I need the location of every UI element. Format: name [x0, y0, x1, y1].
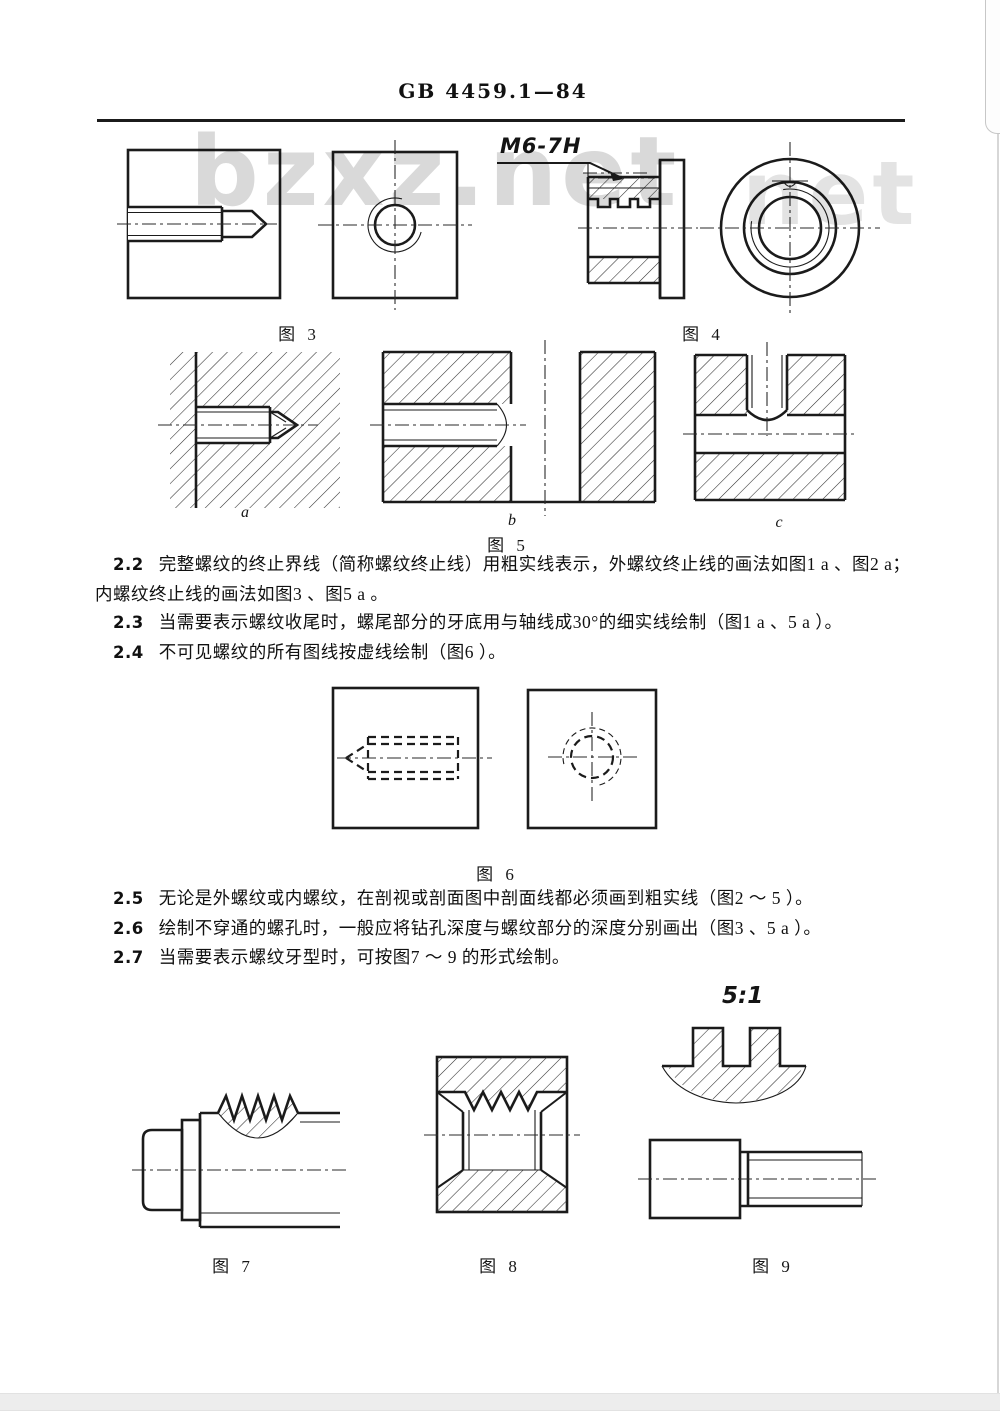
fig5-caption: 图 5: [487, 536, 529, 555]
title-rule: [97, 119, 905, 122]
clause-2-5-text: 无论是外螺纹或内螺纹，在剖视或剖面图中剖面线都必须画到粗实线（图2 ～ 5 ）。: [158, 888, 814, 908]
fig8-caption: 图 8: [479, 1257, 521, 1276]
clause-2-7: 2.7 当需要表示螺纹牙型时，可按图7 ～ 9 的形式绘制。: [95, 943, 911, 973]
clause-2-7-number: 2.7: [113, 948, 144, 967]
clause-2-3-text: 当需要表示螺纹收尾时，螺尾部分的牙底用与轴线成30°的细实线绘制（图1 a 、5…: [158, 612, 843, 632]
fig6-caption: 图 6: [476, 865, 518, 884]
clause-2-6-number: 2.6: [113, 918, 144, 938]
fig8-drawing: [424, 1055, 580, 1214]
clause-2-5-number: 2.5: [113, 889, 144, 908]
fig7-caption: 图 7: [212, 1257, 254, 1276]
clause-2-4-number: 2.4: [113, 642, 144, 662]
clause-2-5: 2.5 无论是外螺纹或内螺纹，在剖视或剖面图中剖面线都必须画到粗实线（图2 ～ 5…: [95, 884, 911, 914]
clause-2-3: 2.3 当需要表示螺纹收尾时，螺尾部分的牙底用与轴线成30°的细实线绘制（图1 a…: [95, 608, 911, 638]
clause-2-7-text: 当需要表示螺纹牙型时，可按图7 ～ 9 的形式绘制。: [158, 947, 570, 967]
fig6-drawing: [331, 686, 658, 830]
fig5-drawing: [158, 340, 858, 516]
page-right-edge: [997, 128, 999, 1393]
fig9-drawing: [638, 1026, 876, 1220]
fig3-caption: 图 3: [278, 325, 320, 344]
fig5a-label: a: [241, 504, 249, 521]
clause-2-3-number: 2.3: [113, 613, 144, 632]
clause-2-6: 2.6 绘制不穿通的螺孔时，一般应将钻孔深度与螺纹部分的深度分别画出（图3 、5 …: [95, 914, 911, 944]
scrollbar-thumb[interactable]: [985, 0, 1000, 134]
page-gap-strip: [0, 1393, 1000, 1411]
fig5b-label: b: [508, 512, 516, 529]
fig4-drawing: [497, 142, 880, 315]
fig5c-label: c: [775, 514, 783, 531]
clause-2-2-number: 2.2: [113, 555, 144, 574]
clause-2-2-text: 完整螺纹的终止界线（简称螺纹终止线）用粗实线表示，外螺纹终止线的画法如图1 a …: [95, 554, 911, 604]
clause-2-4-text: 不可见螺纹的所有图线按虚线绘制（图6 ）。: [158, 641, 507, 662]
page-title: GB 4459.1—84: [398, 79, 588, 103]
clause-2-6-text: 绘制不穿通的螺孔时，一般应将钻孔深度与螺纹部分的深度分别画出（图3 、5 a ）…: [158, 917, 822, 938]
fig3-drawing: [117, 140, 472, 310]
fig9-caption: 图 9: [752, 1257, 794, 1276]
clauses-block-2: 2.5 无论是外螺纹或内螺纹，在剖视或剖面图中剖面线都必须画到粗实线（图2 ～ 5…: [95, 884, 911, 973]
fig9-scale-label: 5:1: [722, 983, 764, 1009]
clause-2-4: 2.4 不可见螺纹的所有图线按虚线绘制（图6 ）。: [95, 638, 911, 668]
fig4-caption: 图 4: [682, 325, 724, 344]
fig7-drawing: [132, 1091, 350, 1229]
fig4-thread-size-label: M6-7H: [500, 134, 582, 158]
